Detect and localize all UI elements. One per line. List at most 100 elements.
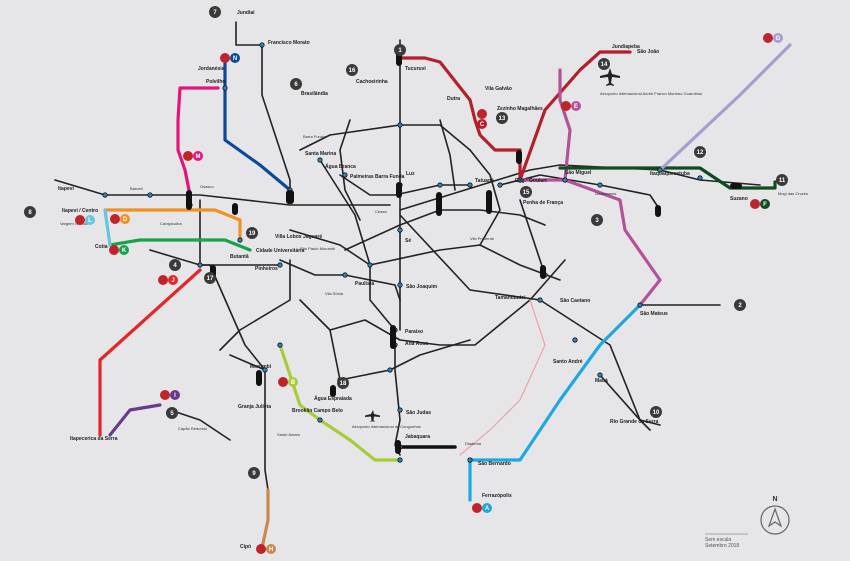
- station-dot[interactable]: [397, 457, 403, 463]
- badge-line-h[interactable]: H: [256, 544, 276, 554]
- label-jundiai: Jundiaí: [237, 10, 255, 16]
- station-dot[interactable]: [397, 122, 403, 128]
- interchange-marker[interactable]: [730, 183, 742, 189]
- badge-num-13[interactable]: 13: [496, 112, 508, 124]
- station-dot[interactable]: [222, 85, 228, 91]
- station-dot[interactable]: [572, 337, 578, 343]
- svg-text:16: 16: [349, 68, 356, 74]
- station-dot[interactable]: [597, 372, 603, 378]
- station-dot[interactable]: [317, 417, 323, 423]
- station-dot[interactable]: [467, 182, 473, 188]
- label-cotia: Cotia: [95, 244, 108, 250]
- interchange-marker[interactable]: [256, 370, 262, 386]
- badge-line-b[interactable]: B: [278, 377, 298, 387]
- badge-num-2[interactable]: 2: [734, 299, 746, 311]
- interchange-marker[interactable]: [436, 192, 442, 216]
- badge-line-f[interactable]: F: [750, 199, 770, 209]
- badge-line-e[interactable]: E: [561, 101, 581, 111]
- svg-text:M: M: [196, 154, 201, 160]
- station-dot[interactable]: [197, 262, 203, 268]
- station-dot[interactable]: [387, 367, 393, 373]
- svg-text:D: D: [123, 217, 128, 223]
- interchange-marker[interactable]: [186, 190, 192, 210]
- label-ferrazopolis: Ferrazópolis: [482, 493, 512, 499]
- station-dot[interactable]: [437, 182, 443, 188]
- badge-num-7[interactable]: 7: [209, 6, 221, 18]
- badge-num-6[interactable]: 6: [290, 78, 302, 90]
- badge-num-5[interactable]: 5: [166, 407, 178, 419]
- badge-num-3[interactable]: 3: [591, 214, 603, 226]
- badge-num-15[interactable]: 15: [520, 186, 532, 198]
- label-agua-espraiada: Água Espraiada: [314, 395, 352, 402]
- station-dot[interactable]: [397, 227, 403, 233]
- station-dot[interactable]: [517, 177, 523, 183]
- station-dot[interactable]: [277, 342, 283, 348]
- station-dot[interactable]: [497, 182, 503, 188]
- badge-num-4[interactable]: 4: [169, 259, 181, 271]
- interchange-marker[interactable]: [232, 203, 238, 215]
- label-diadema: Diadema: [465, 441, 482, 446]
- svg-text:8: 8: [28, 210, 32, 216]
- badge-num-9[interactable]: 9: [248, 467, 260, 479]
- station-dot[interactable]: [597, 182, 603, 188]
- interchange-marker[interactable]: [395, 440, 401, 454]
- badge-num-19[interactable]: 19: [246, 227, 258, 239]
- station-dot[interactable]: [467, 457, 473, 463]
- badge-num-10[interactable]: 10: [650, 406, 662, 418]
- station-dot[interactable]: [259, 42, 265, 48]
- badge-num-11[interactable]: 11: [776, 174, 788, 186]
- label-congonhas: Aeroporto Internacional de Congonhas: [352, 424, 421, 429]
- station-dot[interactable]: [637, 302, 643, 308]
- station-dot[interactable]: [317, 157, 323, 163]
- badge-num-12[interactable]: 12: [694, 146, 706, 158]
- badge-num-8[interactable]: 8: [24, 206, 36, 218]
- station-dot[interactable]: [397, 407, 403, 413]
- interchange-marker[interactable]: [655, 205, 661, 217]
- badge-line-i[interactable]: I: [160, 390, 180, 400]
- label-santa-marina: Santa Marina: [305, 151, 336, 157]
- station-dot[interactable]: [277, 262, 283, 268]
- badge-line-c[interactable]: C: [477, 109, 487, 129]
- badge-line-d[interactable]: D: [110, 214, 130, 224]
- interchange-marker[interactable]: [396, 182, 402, 198]
- badge-line-a[interactable]: A: [472, 503, 492, 513]
- station-dot[interactable]: [537, 297, 543, 303]
- badge-line-n[interactable]: N: [220, 53, 240, 63]
- interchange-marker[interactable]: [516, 150, 522, 164]
- badge-num-14[interactable]: 14: [598, 58, 610, 70]
- badge-num-18[interactable]: 18: [337, 377, 349, 389]
- station-dot[interactable]: [262, 367, 268, 373]
- interchange-marker[interactable]: [286, 190, 294, 204]
- station-dot[interactable]: [342, 172, 348, 178]
- interchange-marker[interactable]: [486, 190, 492, 214]
- station-dot[interactable]: [237, 237, 243, 243]
- badge-num-17[interactable]: 17: [204, 272, 216, 284]
- svg-text:N: N: [233, 56, 237, 62]
- badge-line-l[interactable]: L: [75, 215, 95, 225]
- svg-text:3: 3: [595, 218, 599, 224]
- label-barueri: Barueri: [130, 186, 143, 191]
- badge-line-g[interactable]: G: [763, 33, 783, 43]
- station-dot[interactable]: [397, 282, 403, 288]
- label-tucuruvi: Tucuruvi: [405, 66, 426, 72]
- badge-num-1[interactable]: 1: [394, 44, 406, 56]
- line-n-path: [223, 58, 292, 192]
- svg-text:H: H: [269, 547, 273, 553]
- station-dot[interactable]: [102, 192, 108, 198]
- interchange-marker[interactable]: [330, 385, 336, 397]
- line-m-path: [176, 86, 220, 197]
- badge-num-16[interactable]: 16: [346, 64, 358, 76]
- badge-line-j[interactable]: J: [158, 275, 178, 285]
- station-dot[interactable]: [342, 272, 348, 278]
- interchange-marker[interactable]: [540, 265, 546, 279]
- badge-line-k[interactable]: K: [109, 245, 129, 255]
- badge-line-m[interactable]: M: [183, 151, 203, 161]
- station-dot[interactable]: [147, 192, 153, 198]
- station-dot[interactable]: [367, 262, 373, 268]
- label-vila-prudente: Vila Prudente: [470, 236, 495, 241]
- station-dot[interactable]: [562, 177, 568, 183]
- station-dot[interactable]: [657, 167, 663, 173]
- interchange-marker[interactable]: [390, 325, 396, 349]
- station-dot[interactable]: [697, 175, 703, 181]
- line-badges: N M C E G F D L: [75, 33, 783, 554]
